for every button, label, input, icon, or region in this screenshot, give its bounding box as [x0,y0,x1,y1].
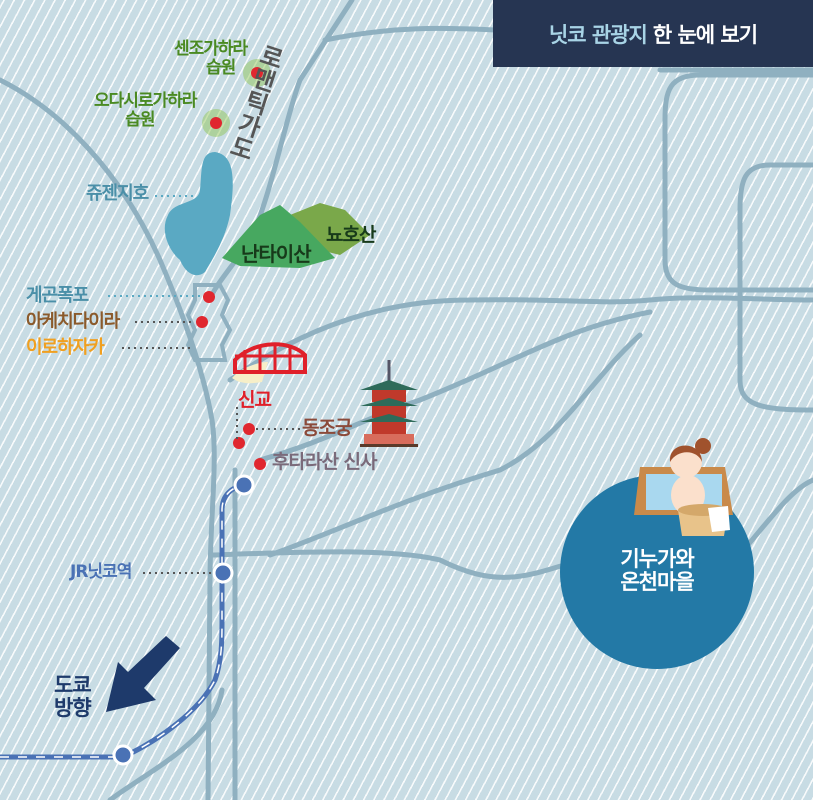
label-futarasan-shrine: 후타라산 신사 [272,451,377,473]
label-tokyo-direction: 도쿄 방향 [54,673,92,721]
label-line: 방향 [54,696,92,721]
label-akechidaira: 아케치다이라 [26,311,120,332]
label-senjogahara: 센조가하라 습원 [174,39,248,78]
markers [196,59,271,470]
title-part2: 한 눈에 보기 [652,22,758,47]
label-line: 기누가와 [620,547,694,571]
label-shinkyo: 신교 [238,389,272,411]
label-toshogu: 동조궁 [302,417,352,439]
label-line: 센조가하라 [174,39,248,59]
title-part1: 닛코 관광지 [548,22,648,47]
toshogu-pagoda-icon [360,360,418,447]
label-mt-nantai: 난타이산 [241,242,312,266]
mountain-nantai [222,205,335,268]
label-line: 온천마을 [620,570,694,595]
label-kegon-falls: 게곤폭포 [26,285,89,306]
label-line: 오다시로가하라 [94,91,197,111]
label-line: 도쿄 [54,673,92,697]
label-line: 습원 [205,57,236,78]
kegon-valley [185,283,233,362]
tokyo-direction-arrow-icon [106,636,180,712]
leader-lines [108,195,300,574]
label-odashirogahara: 오다시로가하라 습원 [94,91,197,130]
map-title: 닛코 관광지 한 눈에 보기 [493,0,813,67]
rail-line [0,474,255,766]
lake-chuzenji [164,152,233,276]
label-mt-nyoho: 뇨호산 [326,224,376,246]
label-line: 습원 [125,109,155,130]
label-kinugawa-onsen: 기누가와 온천마을 [612,547,702,595]
onsen-bath-illustration-icon [634,438,733,536]
shinkyo-bridge-icon [232,342,307,384]
label-jr-nikko-station: JR닛코역 [70,562,132,582]
label-chuzenji-lake: 쥬젠지호 [86,183,149,204]
label-irohazaka: 이로하자카 [26,337,105,358]
